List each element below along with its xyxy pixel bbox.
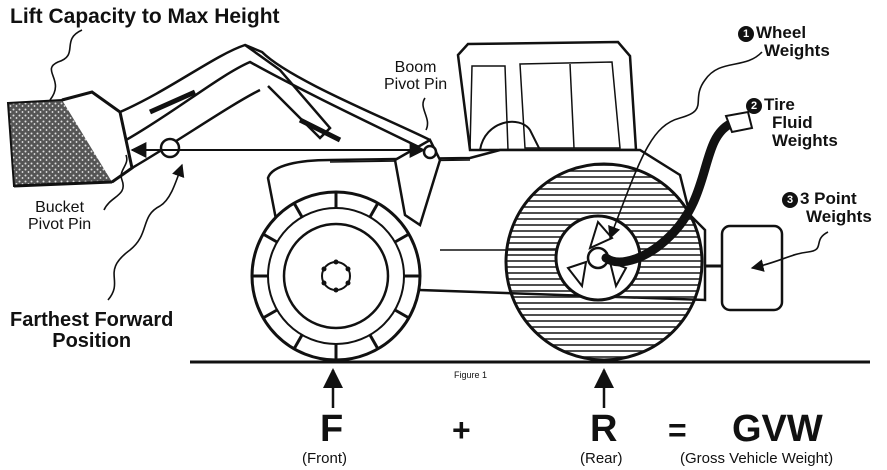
three-point-line-2: Weights <box>806 207 872 226</box>
loader-bucket <box>6 90 134 188</box>
boom-pivot-line-2: Pivot Pin <box>384 75 448 93</box>
wheel-weights-leader <box>608 51 763 240</box>
farthest-forward-leader <box>107 163 185 301</box>
farthest-forward-line-2: Position <box>52 330 132 352</box>
bucket-pivot-label: Bucket Pivot Pin <box>28 199 92 234</box>
tire-fluid-hose <box>601 110 754 267</box>
wheel-weights-line-1: Wheel <box>756 23 807 42</box>
wheel-weights-line-2: Weights <box>764 41 830 60</box>
total-label: (Gross Vehicle Weight) <box>680 450 834 467</box>
plus-sign: + <box>452 412 471 448</box>
weight-number-1-icon: 1 <box>738 26 754 42</box>
farthest-forward-line-1: Farthest Forward <box>10 309 174 331</box>
boom-pivot-leader <box>422 97 429 131</box>
total-symbol: GVW <box>732 408 823 450</box>
bucket-pivot-line-2: Pivot Pin <box>28 215 92 233</box>
tire-fluid-line-2: Fluid <box>772 113 813 132</box>
title-leader <box>49 29 83 101</box>
boom-pivot-label: Boom Pivot Pin <box>384 59 448 94</box>
equals-sign: = <box>668 412 687 448</box>
weight-number-3-icon: 3 <box>782 192 798 208</box>
weight-number-2-icon: 2 <box>746 98 762 114</box>
front-symbol: F <box>320 408 344 450</box>
three-point-line-1: 3 Point <box>800 189 857 208</box>
front-label: (Front) <box>302 450 347 467</box>
front-wheel <box>250 190 422 362</box>
tire-fluid-line-3: Weights <box>772 130 838 150</box>
bucket-pivot-line-1: Bucket <box>35 199 85 216</box>
tire-fluid-line-1: Tire <box>764 95 795 114</box>
boom-pivot-line-1: Boom <box>394 59 437 76</box>
farthest-forward-label: Farthest Forward Position <box>10 310 173 352</box>
figure-caption: Figure 1 <box>454 370 488 380</box>
three-point-leader <box>750 231 829 272</box>
rear-label: (Rear) <box>580 450 623 467</box>
rear-symbol: R <box>590 408 618 450</box>
diagram-title: Lift Capacity to Max Height <box>10 5 280 28</box>
bucket-pivot-leader <box>103 154 128 211</box>
